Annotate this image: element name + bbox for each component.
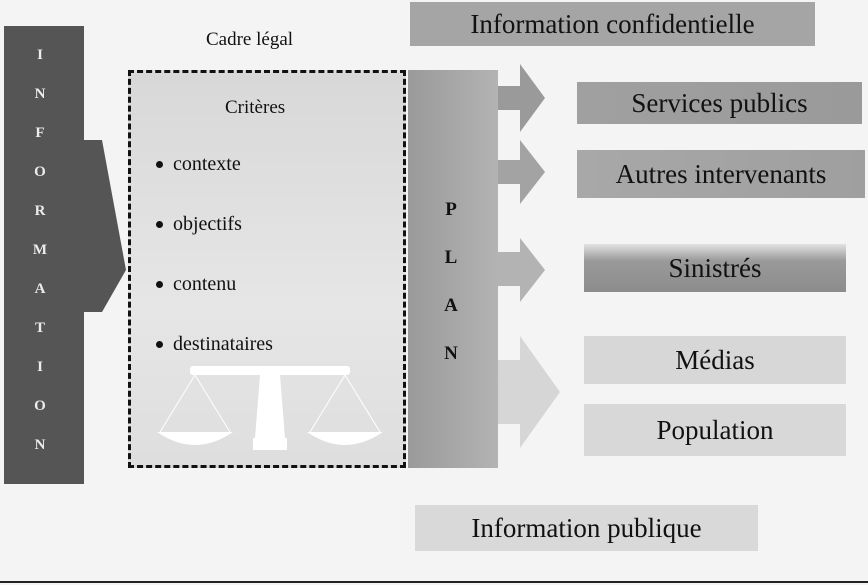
criteria-item-label: contenu — [173, 273, 237, 295]
public-info-label: Information publique — [471, 512, 702, 543]
plan-vertical-text: P L A N — [436, 186, 466, 378]
bullet-icon — [156, 341, 163, 348]
info-letter: R — [34, 203, 46, 219]
population-box: Population — [584, 404, 846, 456]
arrow-to-victims — [498, 238, 545, 302]
info-letter: F — [35, 125, 45, 141]
criteria-item-label: contexte — [173, 153, 241, 175]
confidential-info-label: Information confidentielle — [470, 8, 755, 39]
autres-intervenants-label: Autres intervenants — [615, 158, 827, 189]
plan-letter: N — [444, 343, 458, 364]
medias-box: Médias — [584, 336, 846, 384]
info-letter: N — [34, 86, 46, 102]
legal-frame-label: Cadre légal — [206, 29, 294, 50]
criteria-item: destinataires — [156, 333, 273, 356]
plan-letter: L — [444, 247, 458, 268]
info-letter: N — [34, 437, 46, 453]
criteria-item-label: objectifs — [173, 213, 242, 235]
arrow-to-services — [498, 64, 545, 132]
medias-label: Médias — [675, 344, 755, 375]
info-letter: M — [32, 242, 48, 258]
population-label: Population — [656, 414, 774, 445]
info-letter: I — [37, 359, 43, 375]
public-info-box: Information publique — [415, 505, 758, 551]
info-letter: I — [37, 47, 43, 63]
criteria-item: objectifs — [156, 213, 242, 236]
criteria-title: Critères — [225, 97, 286, 118]
bullet-icon — [156, 221, 163, 228]
bullet-icon — [156, 281, 163, 288]
sinistres-box: Sinistrés — [584, 244, 846, 292]
confidential-info-box: Information confidentielle — [410, 2, 815, 46]
sinistres-label: Sinistrés — [668, 252, 762, 283]
arrow-to-others — [498, 140, 545, 204]
info-letter: T — [34, 320, 45, 336]
information-arrow — [4, 26, 126, 484]
criteria-item: contexte — [156, 153, 241, 176]
arrow-to-media-population — [498, 336, 560, 448]
criteria-item-label: destinataires — [173, 333, 273, 355]
criteria-item: contenu — [156, 273, 236, 296]
info-letter: O — [34, 398, 46, 414]
autres-intervenants-box: Autres intervenants — [577, 150, 865, 198]
bottom-divider — [0, 581, 868, 583]
plan-letter: A — [444, 295, 458, 316]
information-vertical-text: I N F O R M A T I O N — [10, 36, 70, 465]
services-publics-label: Services publics — [631, 87, 808, 118]
info-letter: A — [34, 281, 46, 297]
plan-letter: P — [445, 199, 457, 220]
services-publics-box: Services publics — [577, 82, 862, 124]
plan-block — [408, 70, 498, 468]
balance-scale-icon — [157, 366, 383, 450]
bullet-icon — [156, 161, 163, 168]
info-letter: O — [34, 164, 46, 180]
